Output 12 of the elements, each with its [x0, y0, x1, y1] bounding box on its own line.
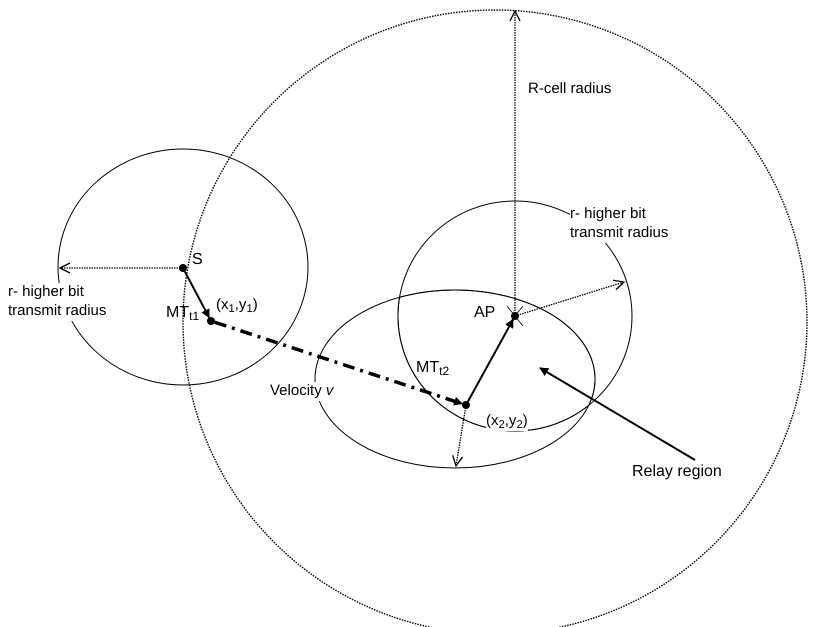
- point-label: MT$_{t2}$: [416, 358, 450, 378]
- edge-label: Velocity v: [268, 382, 336, 401]
- leader-line: [539, 367, 696, 461]
- arrow: [467, 318, 514, 402]
- arrow: [214, 320, 464, 406]
- point-label: MT$_{t1}$: [166, 303, 200, 323]
- arrow: [184, 271, 210, 318]
- region-label: Relay region: [632, 460, 762, 482]
- point-label: AP: [474, 303, 496, 323]
- point-label: S: [192, 250, 203, 270]
- coordinate-label: (x$_{1}$,y$_{1}$): [216, 296, 258, 315]
- coordinate-label: (x$_{2}$,y$_{2}$): [486, 412, 528, 431]
